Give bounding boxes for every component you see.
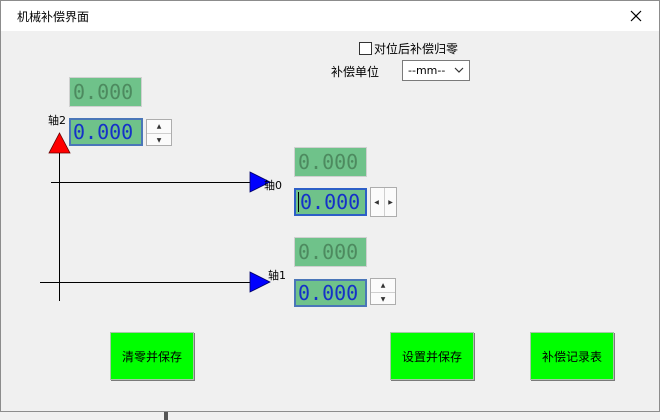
close-icon	[630, 10, 642, 22]
axis2-label: 轴2	[48, 114, 66, 127]
axis2-current-display: 0.000	[69, 77, 142, 107]
axis1-arrow-icon	[249, 271, 271, 293]
title-bar: 机械补偿界面	[1, 1, 659, 31]
reset-after-align-checkbox[interactable]: 对位后补偿归零	[359, 40, 458, 57]
axis0-input[interactable]: 0.000	[294, 188, 367, 216]
chevron-down-icon	[454, 67, 464, 73]
axis1-current-display: 0.000	[294, 237, 367, 267]
spin-right-icon[interactable]: ▶	[384, 188, 396, 216]
checkbox-icon	[359, 42, 372, 55]
axis0-line	[51, 182, 251, 183]
window-title: 机械补偿界面	[17, 10, 90, 24]
axis2-input[interactable]: 0.000	[69, 118, 143, 146]
unit-select-value: --mm--	[408, 64, 446, 77]
spin-up-icon[interactable]: ▲	[156, 123, 162, 130]
axis0-input-value: 0.000	[300, 190, 361, 214]
unit-select[interactable]: --mm--	[402, 60, 470, 81]
text-caret	[298, 192, 299, 212]
axis0-label: 轴0	[264, 179, 282, 192]
compensation-log-button[interactable]: 补偿记录表	[530, 332, 614, 380]
axis1-input[interactable]: 0.000	[294, 279, 367, 307]
axis2-arrow-icon	[48, 132, 71, 154]
spin-left-icon[interactable]: ◀	[374, 198, 379, 206]
spin-down-icon[interactable]: ▼	[371, 292, 395, 306]
axis1-spinner[interactable]: ▲ ▼	[370, 278, 396, 305]
axis0-current-display: 0.000	[294, 147, 367, 177]
unit-label: 补偿单位	[331, 65, 380, 79]
axis0-arrow-icon	[249, 171, 271, 193]
close-button[interactable]	[613, 1, 659, 31]
axis1-label: 轴1	[268, 269, 286, 282]
set-and-save-button[interactable]: 设置并保存	[390, 332, 474, 380]
spin-up-icon[interactable]: ▲	[380, 282, 386, 289]
spin-down-icon[interactable]: ▼	[147, 133, 171, 147]
axis2-spinner[interactable]: ▲ ▼	[146, 119, 172, 146]
axis1-line	[40, 282, 251, 283]
axis0-spinner[interactable]: ◀ ▶	[370, 187, 397, 217]
background-window-edge-bottom	[164, 410, 168, 420]
clear-and-save-button[interactable]: 清零并保存	[110, 332, 194, 380]
reset-after-align-label: 对位后补偿归零	[374, 42, 459, 56]
axis2-line	[59, 149, 60, 301]
